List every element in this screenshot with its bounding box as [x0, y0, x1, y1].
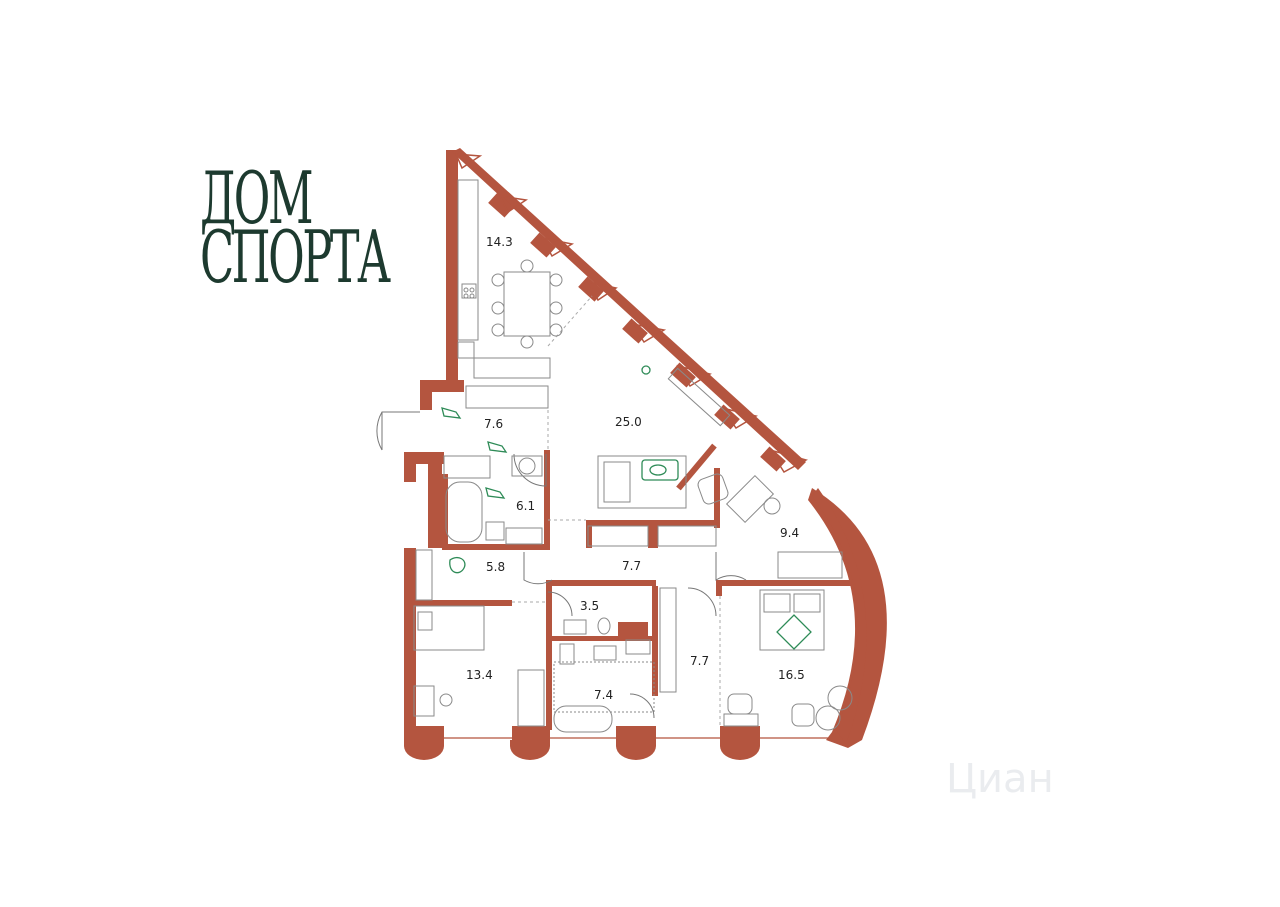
logo-line-1: ДОМ	[200, 156, 314, 240]
area-label-kitchen: 14.3	[486, 235, 513, 249]
area-label-hall: 7.6	[484, 417, 503, 431]
room-labels: 14.3 7.6 25.0 6.1 9.4 5.8 7.7 3.5 13.4 7…	[466, 235, 805, 702]
area-label-bath-1: 6.1	[516, 499, 535, 513]
watermark-text: Циан	[946, 756, 1054, 802]
area-label-wc: 3.5	[580, 599, 599, 613]
furniture	[413, 179, 853, 733]
area-label-study: 9.4	[780, 526, 799, 540]
doors	[376, 411, 747, 719]
area-label-wardrobe: 5.8	[486, 560, 505, 574]
area-label-living: 25.0	[615, 415, 642, 429]
area-label-bedroom-small: 13.4	[466, 668, 493, 682]
dashed-separators	[512, 295, 721, 728]
green-accent-items	[441, 365, 812, 650]
outer-walls	[404, 148, 887, 760]
area-label-bedroom-master: 16.5	[778, 668, 805, 682]
area-label-dressing: 7.7	[690, 654, 709, 668]
interior-walls	[404, 443, 864, 730]
area-label-corridor: 7.7	[622, 559, 641, 573]
area-label-bath-2: 7.4	[594, 688, 613, 702]
logo-line-2: СПОРТА	[200, 215, 391, 299]
